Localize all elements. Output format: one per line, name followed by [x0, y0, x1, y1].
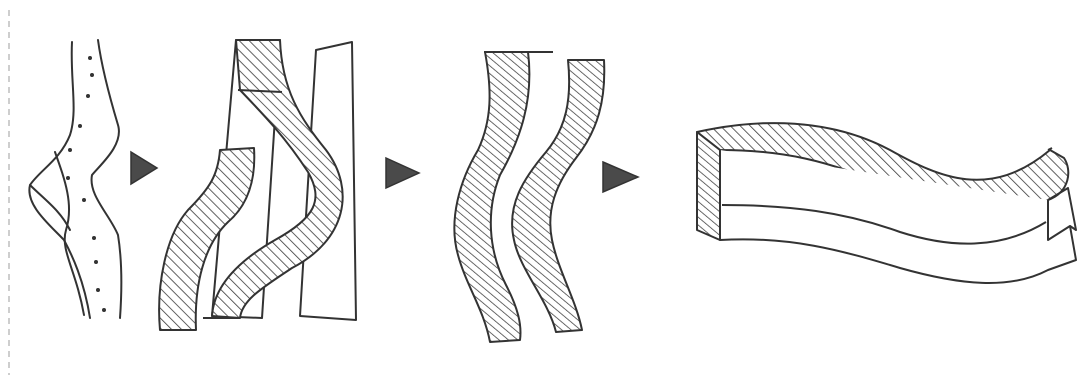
arrow-2-icon — [386, 158, 419, 188]
arrow-3-icon — [603, 162, 638, 192]
step-4-wavy-volume — [697, 123, 1076, 283]
step-2-hatched-bands — [159, 40, 356, 330]
step-3-curved-walls — [454, 52, 604, 342]
step-1-ribbon-sketch — [29, 40, 121, 318]
arrow-1-icon — [131, 152, 157, 184]
